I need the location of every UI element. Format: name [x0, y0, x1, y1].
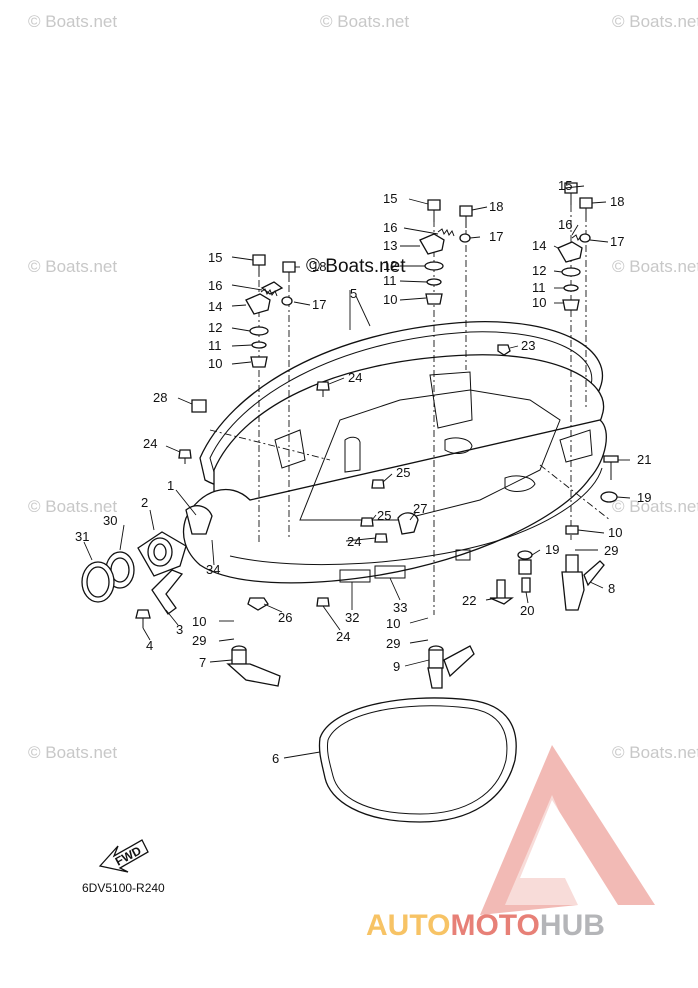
callout: 27: [413, 501, 427, 516]
callout: 12: [208, 320, 222, 335]
holder-part-8: [561, 554, 605, 611]
fastener-stack-middle: [419, 199, 473, 305]
watermark: © Boats.net: [28, 12, 117, 31]
callout: 25: [377, 508, 391, 523]
watermark: © Boats.net: [28, 257, 117, 276]
callout: 10: [608, 525, 622, 540]
callout: 2: [141, 495, 148, 510]
callout: 13: [383, 238, 397, 253]
callout: 5: [350, 286, 357, 301]
hose-assembly-left: [81, 505, 213, 628]
callout: 10: [208, 356, 222, 371]
callout: 10: [532, 295, 546, 310]
callout: 17: [610, 234, 624, 249]
callout-labels: 15 16 14 12 11 10 18 17 15 18 16 17 13 1…: [75, 178, 651, 766]
bottom-cowling-part-1: [182, 354, 607, 584]
callout: 18: [312, 259, 326, 274]
callout: 16: [208, 278, 222, 293]
watermark: © Boats.net: [612, 257, 698, 276]
callout: 12: [383, 258, 397, 273]
callout: 24: [143, 436, 157, 451]
callout: 19: [637, 490, 651, 505]
callout: 1: [167, 478, 174, 493]
callout: 20: [520, 603, 534, 618]
watermark: © Boats.net: [28, 497, 117, 516]
callout: 10: [192, 614, 206, 629]
small-parts: [178, 344, 619, 611]
callout: 22: [462, 593, 476, 608]
callout: 8: [608, 581, 615, 596]
automotohub-logo: AUTOMOTOHUB: [366, 745, 655, 942]
callout: 11: [532, 280, 546, 295]
callout: 14: [208, 299, 222, 314]
callout: 9: [393, 659, 400, 674]
watermark: © Boats.net: [28, 743, 117, 762]
callout: 18: [489, 199, 503, 214]
callout: 31: [75, 529, 89, 544]
fwd-arrow-icon: FWD: [98, 839, 149, 873]
callout: 12: [532, 263, 546, 278]
logo-text-auto: AUTOMOTOHUB: [366, 909, 605, 942]
seal-part-6: [318, 697, 517, 823]
callout: 17: [312, 297, 326, 312]
callout: 16: [383, 220, 397, 235]
watermark: © Boats.net: [612, 743, 698, 762]
callout: 24: [347, 534, 361, 549]
callout: 23: [521, 338, 535, 353]
fastener-stack-right: [557, 182, 593, 311]
diagram-code: 6DV5100-R240: [82, 881, 165, 895]
callout: 15: [558, 178, 572, 193]
callout: 24: [336, 629, 350, 644]
callout: 21: [637, 452, 651, 467]
callout: 3: [176, 622, 183, 637]
callout: 24: [348, 370, 362, 385]
callout: 10: [386, 616, 400, 631]
callout: 11: [208, 338, 222, 353]
callout: 29: [604, 543, 618, 558]
callout: 26: [278, 610, 292, 625]
callout: 25: [396, 465, 410, 480]
watermark: © Boats.net: [612, 497, 698, 516]
callout: 17: [489, 229, 503, 244]
callout: 28: [153, 390, 167, 405]
callout: 19: [545, 542, 559, 557]
callout: 16: [558, 217, 572, 232]
watermark-center: © Boats.net: [306, 256, 406, 277]
watermark: © Boats.net: [612, 12, 698, 31]
callout: 7: [199, 655, 206, 670]
callout: 4: [146, 638, 153, 653]
lever-part-9: [427, 645, 475, 689]
callout: 18: [610, 194, 624, 209]
callout: 11: [383, 273, 397, 288]
fastener-stack-left: [245, 254, 296, 368]
leader-lines: [83, 185, 631, 759]
callout: 30: [103, 513, 117, 528]
lever-part-7: [226, 645, 281, 687]
callout: 10: [383, 292, 397, 307]
callout: 15: [208, 250, 222, 265]
callout: 33: [393, 600, 407, 615]
callout: 34: [206, 562, 220, 577]
callout: 15: [383, 191, 397, 206]
callout: 29: [386, 636, 400, 651]
callout: 14: [532, 238, 546, 253]
callout: 6: [272, 751, 279, 766]
callout: 29: [192, 633, 206, 648]
watermark: © Boats.net: [320, 12, 409, 31]
callout: 32: [345, 610, 359, 625]
